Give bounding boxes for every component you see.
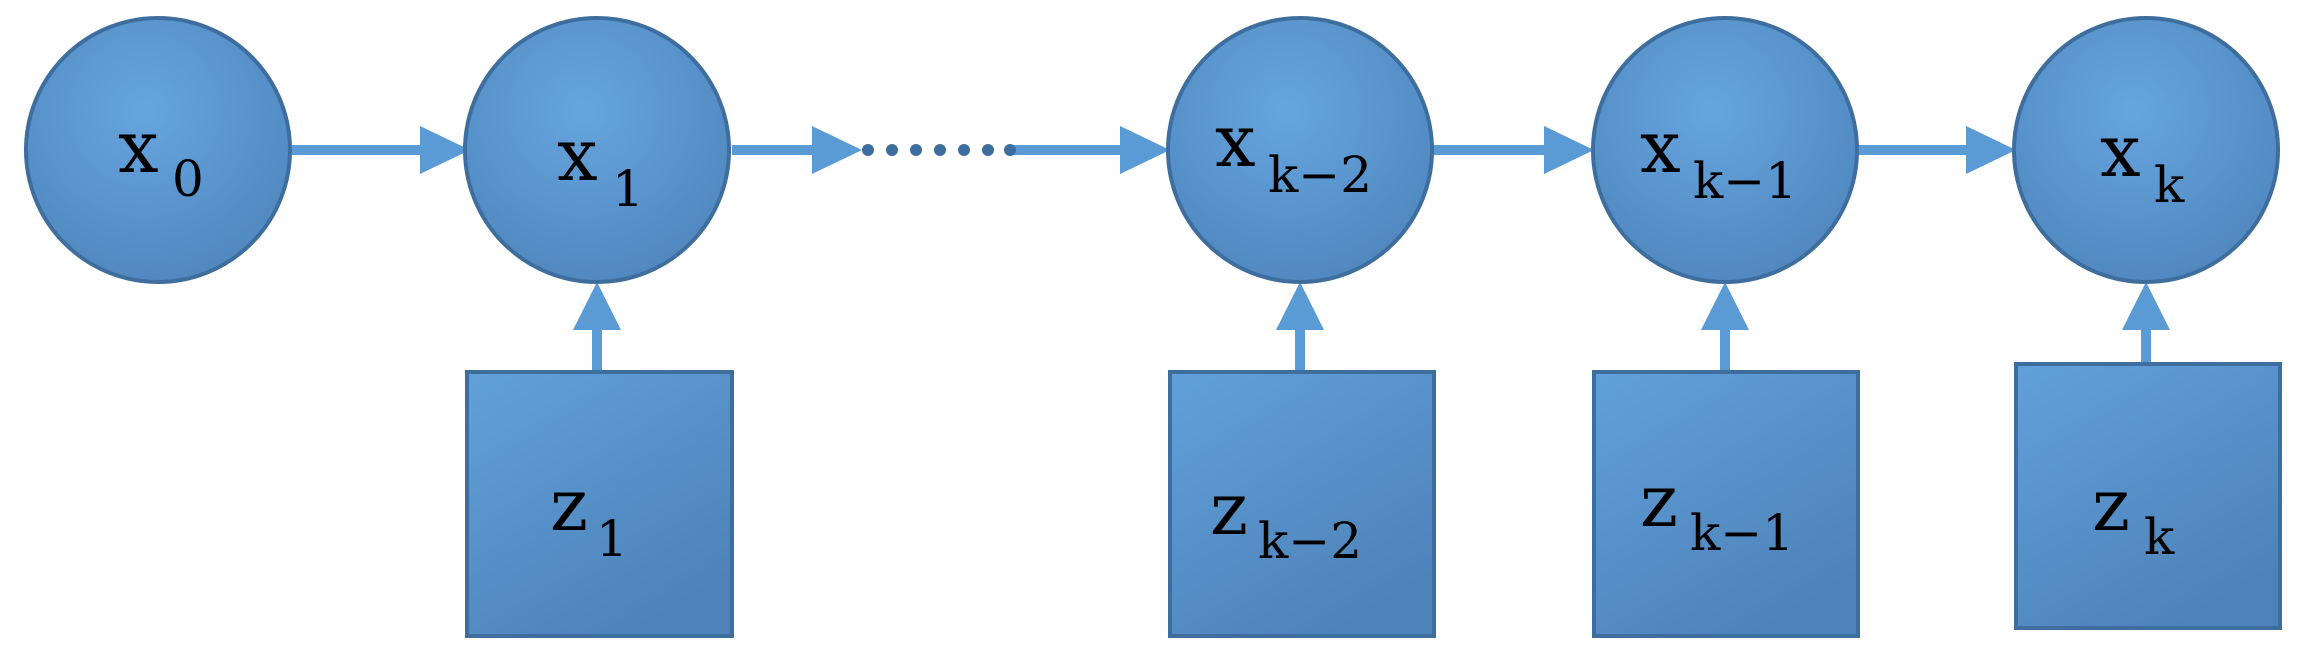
ellipsis-dot bbox=[958, 144, 970, 156]
observation-node-zk: z k bbox=[2014, 362, 2282, 630]
state-node-xk: x k bbox=[2012, 16, 2280, 284]
transition-arrows bbox=[292, 126, 2016, 174]
obs-z1-base: z bbox=[550, 463, 588, 547]
state-x1-sub: 1 bbox=[612, 160, 644, 218]
obs-zk-sub: k bbox=[2144, 508, 2175, 566]
arrowhead-zk-xk bbox=[2122, 282, 2170, 330]
ellipsis-dot bbox=[1004, 144, 1016, 156]
state-node-x1: x 1 bbox=[463, 16, 731, 284]
observation-arrows bbox=[573, 282, 2170, 372]
arrowhead-zk1-xk1 bbox=[1701, 282, 1749, 330]
ellipsis-dot bbox=[862, 144, 874, 156]
arrowhead-x0-x1 bbox=[420, 126, 470, 174]
state-xk1-sub: k−1 bbox=[1693, 152, 1797, 210]
state-node-xk-1: x k−1 bbox=[1591, 16, 1859, 284]
state-x0-base: x bbox=[118, 105, 159, 189]
arrowhead-xk2-xk1 bbox=[1544, 126, 1594, 174]
ellipsis-dot bbox=[910, 144, 922, 156]
state-xk2-sub: k−2 bbox=[1268, 146, 1372, 204]
state-xk-base: x bbox=[2100, 109, 2141, 193]
observation-node-zk-2: z k−2 bbox=[1168, 370, 1436, 638]
obs-zk2-sub: k−2 bbox=[1258, 512, 1362, 570]
ellipsis-dot bbox=[886, 144, 898, 156]
state-xk1-base: x bbox=[1640, 105, 1681, 189]
state-x1-base: x bbox=[557, 113, 598, 197]
arrowhead-x1-dots bbox=[812, 126, 862, 174]
obs-z1-sub: 1 bbox=[596, 510, 628, 568]
ellipsis-dot bbox=[982, 144, 994, 156]
obs-zk-base: z bbox=[2092, 463, 2130, 547]
state-node-xk-2: x k−2 bbox=[1166, 16, 1434, 284]
obs-zk1-base: z bbox=[1640, 459, 1678, 543]
observation-node-zk-1: z k−1 bbox=[1592, 370, 1860, 638]
ellipsis-dot bbox=[934, 144, 946, 156]
arrowhead-zk2-xk2 bbox=[1276, 282, 1324, 330]
observation-nodes: z 1 z k−2 z k−1 z k bbox=[465, 362, 2282, 638]
state-node-x0: x 0 bbox=[24, 16, 292, 284]
arrowhead-xk1-xk bbox=[1966, 126, 2016, 174]
observation-node-z1: z 1 bbox=[465, 370, 734, 638]
state-x0-sub: 0 bbox=[172, 150, 204, 208]
obs-zk1-sub: k−1 bbox=[1690, 504, 1794, 562]
ellipsis-dots bbox=[862, 144, 1016, 156]
arrowhead-dots-xk2 bbox=[1120, 126, 1170, 174]
state-xk2-base: x bbox=[1215, 99, 1256, 183]
arrowhead-z1-x1 bbox=[573, 282, 621, 330]
state-xk-sub: k bbox=[2154, 156, 2185, 214]
state-nodes: x 0 x 1 x k−2 x k−1 x k bbox=[24, 16, 2280, 284]
obs-zk2-base: z bbox=[1210, 467, 1248, 551]
